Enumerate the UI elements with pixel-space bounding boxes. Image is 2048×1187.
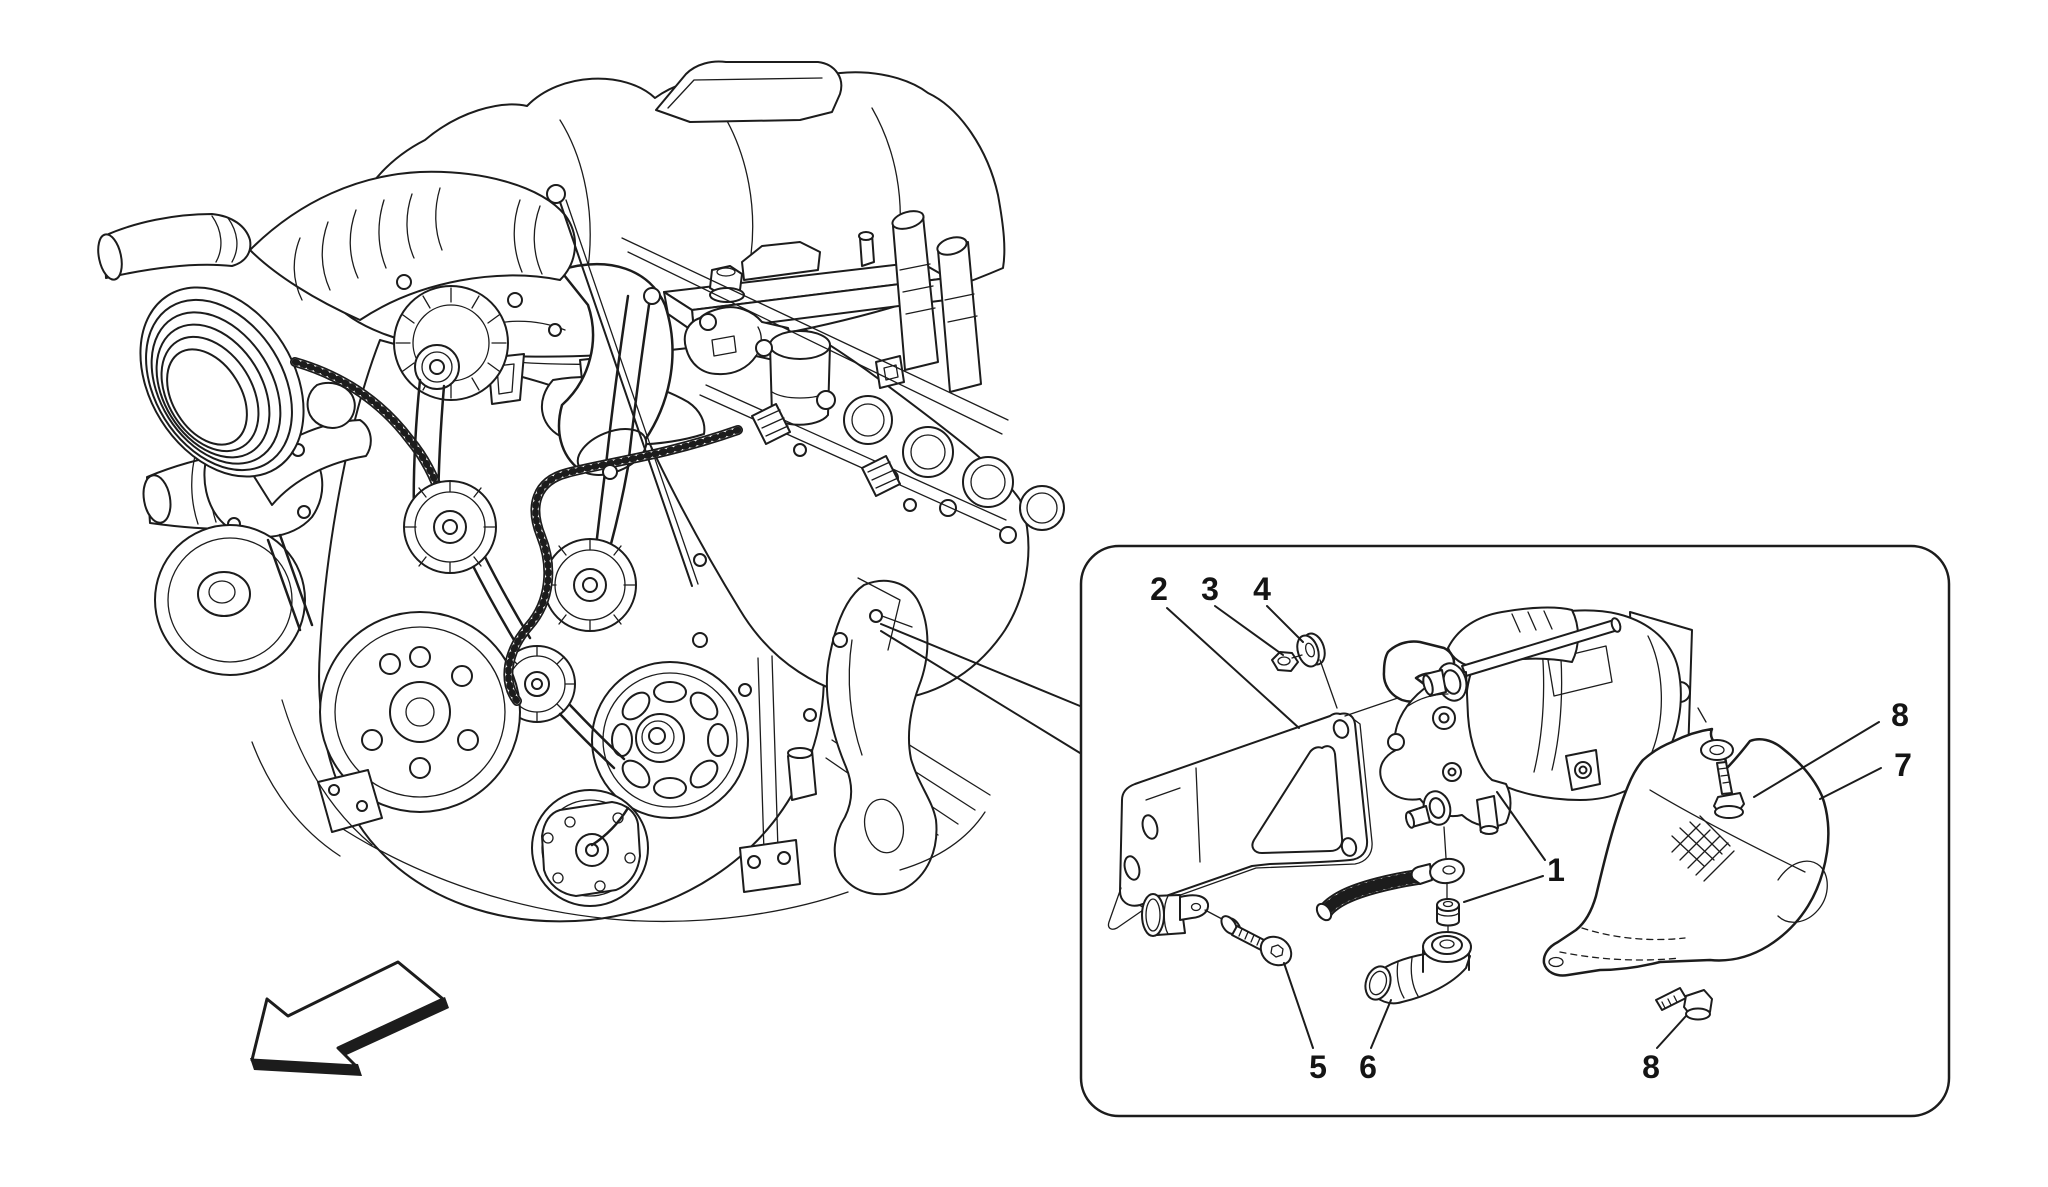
starter-location-pocket [857,577,913,651]
callout-7: 7 [1894,747,1912,783]
engine-illustration [97,60,1065,923]
vacuum-canister [769,330,831,426]
ac-compressor-clutch [531,703,649,907]
part-washer [1296,632,1326,668]
part-bracket [1107,712,1373,930]
callout-8-bottom: 8 [1642,1049,1660,1085]
magnifier-leader-lines [880,623,1081,754]
dipstick-tube [546,184,699,587]
callout-1: 1 [1547,852,1565,888]
callout-8-top: 8 [1891,697,1909,733]
misc-bolts-and-edges [251,292,986,923]
leader-line-4 [1266,605,1304,643]
crank-pulley [591,661,749,819]
direction-arrow [250,960,449,1076]
callout-6: 6 [1359,1049,1377,1085]
callout-leader-lines [1166,605,1882,1049]
breather-hose [290,357,447,505]
part-elbow-fitting [1364,931,1472,1005]
alternator [393,274,509,401]
callout-2: 2 [1150,571,1168,607]
leader-line-1a [1496,791,1546,861]
leader-line-1b [1463,875,1544,903]
leader-line-7 [1819,767,1882,800]
water-pump-pulley [154,524,314,676]
detail-inset-box [1079,544,1951,1118]
part-cable-clamp [1141,893,1223,937]
damper-pulley [319,611,521,813]
support-brace [739,655,817,893]
heat-shield-mesh-texture [1671,815,1735,882]
leader-line-3 [1214,605,1284,656]
tensioner-pulley [543,538,637,632]
part-washer-5 [1220,915,1242,937]
leader-line-6 [1370,999,1392,1049]
part-bolt-8-top [1713,761,1745,819]
cylinder-head-detail [621,237,1065,836]
leader-line-8-top [1753,721,1880,798]
part-bolt-8-bottom [1655,987,1713,1021]
part-grommet [1436,898,1460,927]
leader-line-2 [1166,607,1300,729]
part-nut [1271,651,1299,672]
part-bolt-5 [1231,925,1293,967]
callout-5: 5 [1309,1049,1327,1085]
leader-line-8-bottom [1656,1015,1687,1049]
wiring-harness [503,425,743,706]
part-starter-motor [1379,606,1693,835]
idler-pulley [403,480,497,574]
intake-duct [249,170,577,321]
plenum-top-bracket [655,60,843,123]
intake-bellows [139,286,305,478]
air-inlet-pipe [97,213,252,281]
part-heat-shield [1542,707,1830,977]
callout-3: 3 [1201,571,1219,607]
part-ground-cable [1315,857,1465,922]
callout-4: 4 [1253,571,1271,607]
leader-line-5 [1283,962,1314,1049]
inset-box-border [1079,544,1951,1118]
ignition-coils [875,210,982,393]
engine-mount-arm [825,579,938,896]
